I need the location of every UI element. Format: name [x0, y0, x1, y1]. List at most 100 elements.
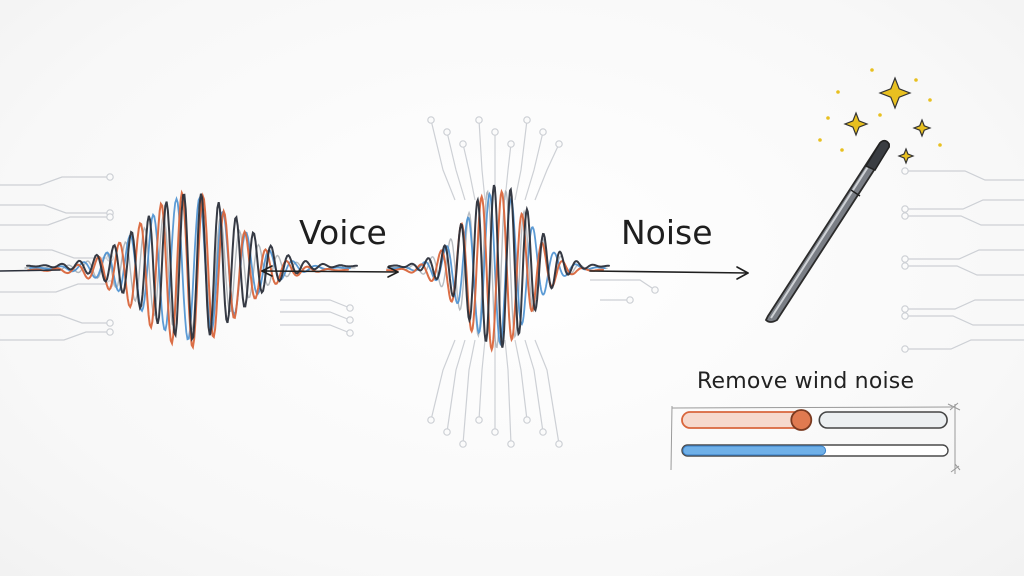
- circuit-node: [346, 304, 354, 312]
- circuit-trace: [905, 199, 1024, 210]
- circuit-trace: [0, 331, 110, 341]
- sparkle-dot: [840, 148, 844, 152]
- circuit-node: [901, 205, 909, 213]
- circuit-trace: [430, 339, 456, 421]
- circuit-node: [901, 212, 909, 220]
- circuit-trace: [504, 339, 512, 445]
- circuit-node: [507, 140, 515, 148]
- waveform-trace: [386, 188, 604, 353]
- circuit-node: [106, 328, 114, 336]
- circuit-node: [555, 140, 563, 148]
- circuit-trace: [462, 339, 476, 445]
- circuit-trace: [590, 279, 656, 291]
- circuit-node: [346, 329, 354, 337]
- sparkle-dot: [928, 98, 932, 102]
- circuit-trace: [462, 143, 476, 201]
- sparkle-star: [912, 118, 932, 138]
- circuit-trace: [524, 131, 544, 201]
- circuit-node: [901, 345, 909, 353]
- progress-fill: [682, 445, 827, 456]
- circuit-node: [475, 116, 483, 124]
- circuit-trace: [905, 265, 1024, 276]
- circuit-node: [443, 428, 451, 436]
- arrow-noise: [589, 266, 749, 280]
- sparkle-dot: [878, 113, 882, 117]
- circuit-node: [507, 440, 515, 448]
- circuit-trace: [280, 311, 351, 321]
- circuit-trace: [0, 176, 110, 186]
- circuit-trace: [905, 339, 1024, 350]
- circuit-node: [346, 316, 354, 324]
- circuit-trace: [446, 339, 466, 433]
- circuit-trace: [905, 299, 1024, 310]
- circuit-node: [901, 312, 909, 320]
- circuit-trace: [514, 339, 528, 421]
- circuit-node: [626, 296, 634, 304]
- circuit-node: [443, 128, 451, 136]
- circuit-node: [555, 440, 563, 448]
- circuit-node: [459, 140, 467, 148]
- noise-label: Noise: [621, 213, 713, 252]
- voice-waveform-left: [0, 189, 358, 350]
- circuit-trace: [0, 314, 110, 324]
- arrow-voice: [261, 265, 399, 278]
- waveform-trace: [26, 193, 358, 342]
- circuit-traces-right: [901, 167, 1024, 353]
- circuit-trace: [280, 299, 351, 309]
- circuit-node: [901, 262, 909, 270]
- waveform-baseline: [0, 269, 61, 272]
- circuit-node: [539, 428, 547, 436]
- circuit-trace: [504, 143, 512, 201]
- circuit-trace: [478, 119, 486, 201]
- circuit-trace: [905, 315, 1024, 326]
- circuit-trace: [478, 339, 486, 421]
- circuit-trace: [534, 339, 560, 445]
- sparkle-dot: [938, 143, 942, 147]
- sparkle-star: [843, 111, 869, 137]
- circuit-trace: [514, 119, 528, 201]
- circuit-trace: [905, 249, 1024, 260]
- waveform-trace: [388, 184, 610, 348]
- magic-wand-icon: [764, 139, 890, 323]
- circuit-node: [427, 116, 435, 124]
- circuit-trace: [430, 119, 456, 201]
- circuit-node: [901, 305, 909, 313]
- circuit-trace: [0, 283, 110, 293]
- circuit-trace: [0, 216, 110, 226]
- circuit-trace: [446, 131, 466, 201]
- circuit-node: [523, 116, 531, 124]
- sparkle-dot: [818, 138, 822, 142]
- slider-empty-track: [818, 411, 948, 429]
- sparkle-star: [878, 76, 912, 110]
- circuit-node: [475, 416, 483, 424]
- circuit-trace: [0, 204, 110, 214]
- slider-filled-track: [681, 411, 807, 429]
- noise-slider-handle[interactable]: [790, 409, 813, 431]
- circuit-traces-center: [427, 116, 659, 448]
- circuit-node: [491, 428, 499, 436]
- circuit-node: [491, 128, 499, 136]
- sparkle-icon: [818, 68, 942, 165]
- voice-label: Voice: [299, 213, 387, 252]
- circuit-node: [459, 440, 467, 448]
- circuit-trace: [534, 143, 560, 201]
- noise-control-panel: [670, 402, 961, 474]
- circuit-traces-left: [0, 173, 354, 341]
- circuit-node: [427, 416, 435, 424]
- circuit-node: [901, 255, 909, 263]
- circuit-node: [901, 167, 909, 175]
- circuit-node: [106, 173, 114, 181]
- circuit-trace: [905, 215, 1024, 226]
- circuit-node: [523, 416, 531, 424]
- panel-frame: [670, 404, 956, 474]
- sparkle-dot: [826, 116, 830, 120]
- circuit-trace: [0, 249, 110, 259]
- sparkle-dot: [870, 68, 874, 72]
- circuit-trace: [280, 324, 351, 334]
- circuit-node: [106, 319, 114, 327]
- sparkle-star: [897, 147, 915, 165]
- circuit-trace: [905, 170, 1024, 181]
- sparkle-dot: [836, 90, 840, 94]
